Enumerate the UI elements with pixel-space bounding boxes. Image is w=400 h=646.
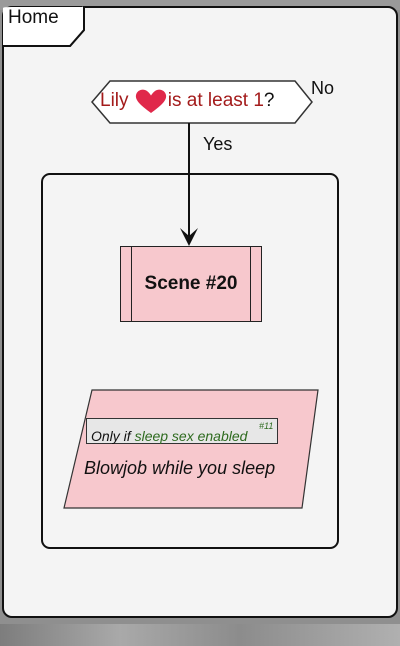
event-label[interactable]: Blowjob while you sleep [84, 458, 276, 478]
only-if-text: Only if sleep sex enabled [91, 428, 247, 444]
only-if-prefix: Only if [91, 428, 131, 444]
condition-prefix: Lily [100, 90, 129, 112]
only-if-box [86, 418, 278, 444]
frame-title: Home [8, 7, 59, 28]
only-if-number: #11 [259, 421, 274, 431]
condition-question-mark: ? [263, 90, 275, 112]
scene-node[interactable]: Scene #20 [120, 246, 262, 322]
only-if-option: sleep sex enabled [134, 428, 248, 444]
condition-suffix: is at least 1 [167, 90, 264, 112]
event-parallelogram [63, 389, 319, 509]
background-top [0, 0, 400, 10]
inner-container [41, 173, 339, 549]
yes-arrow-head [180, 228, 198, 246]
no-branch-label: No [311, 78, 335, 98]
background-bottom [0, 624, 400, 646]
yes-branch-label: Yes [203, 134, 233, 154]
heart-icon [135, 89, 166, 113]
condition-text: Lily is at least 1? [100, 88, 274, 114]
